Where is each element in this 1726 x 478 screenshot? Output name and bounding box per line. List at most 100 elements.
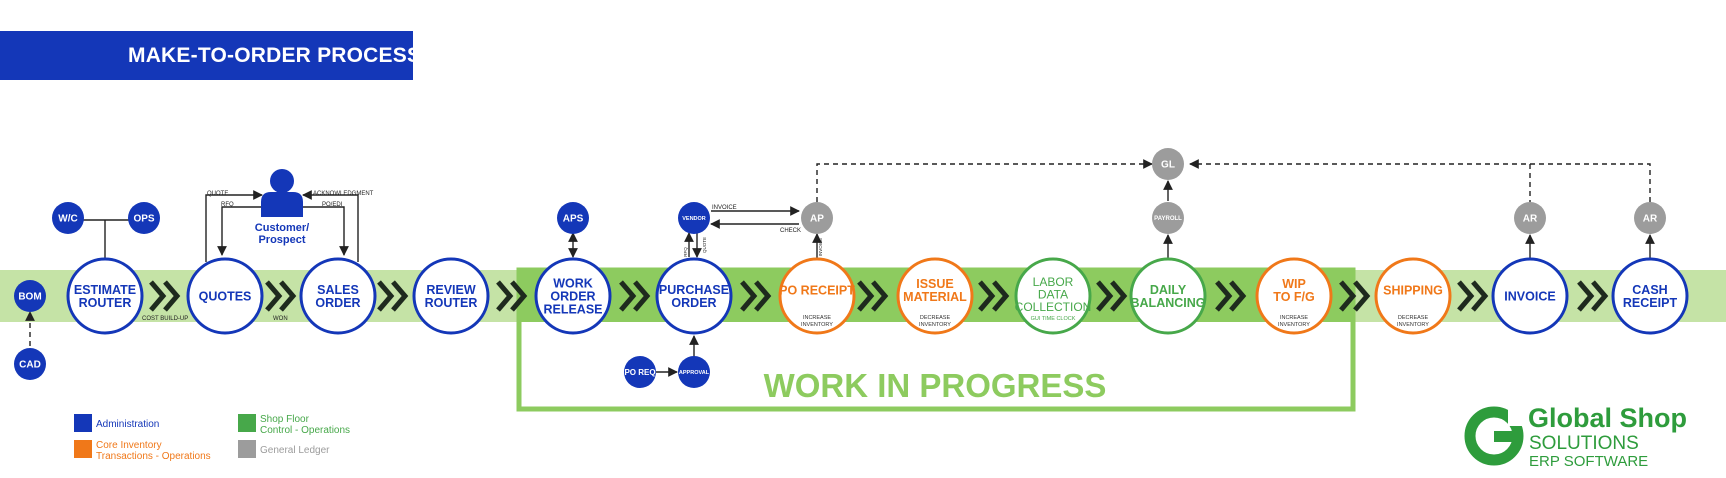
wip-to-fg-label-line-1: WIP (1282, 277, 1306, 291)
po-req-label: PO REQ (624, 368, 655, 377)
edge-label-rfq: RFQ (221, 202, 234, 208)
chevron-4-2 (510, 280, 528, 312)
edge-label-won: WON (273, 316, 288, 322)
approval-node[interactable] (678, 356, 710, 388)
rfq-line (217, 206, 262, 256)
legend-label-4-1: General Ledger (260, 445, 330, 456)
connector-layer (25, 159, 1655, 377)
chevron-3-1 (377, 280, 395, 312)
customer-label-line-2: Prospect (258, 234, 305, 246)
wip-to-fg-node[interactable] (1255, 257, 1333, 335)
daily-balancing-label-line-2: BALANCING (1131, 296, 1206, 310)
po-receipt-sub-1: INCREASE (803, 315, 831, 321)
sales-order-label-line-1: SALES (317, 283, 359, 297)
invoice-node[interactable] (1491, 257, 1569, 335)
work-order-release-label-line-2: ORDER (550, 290, 595, 304)
chevron-2-2 (279, 280, 297, 312)
issue-material-node[interactable] (896, 257, 974, 335)
estimate-router-node[interactable] (66, 257, 144, 335)
chevron-12-2 (1471, 280, 1489, 312)
purchase-order-node[interactable] (655, 257, 733, 335)
po-receipt-sub-2: INVENTORY (801, 322, 833, 328)
ar-invoice-node[interactable] (1514, 202, 1546, 234)
vendor-node[interactable] (678, 202, 710, 234)
edge-label-rfq-vertical: RFQ (683, 247, 688, 257)
ap-to-gl (816, 159, 1153, 202)
chevron-9-2 (1110, 280, 1128, 312)
customer-head (270, 169, 294, 193)
edge-label-acknowledgment: ACKNOWLEDGMENT (313, 191, 374, 197)
sales-order-label-line-2: ORDER (315, 296, 360, 310)
cad-node[interactable] (14, 348, 46, 380)
logo-g-cut (1508, 404, 1524, 426)
chevron-3-2 (391, 280, 409, 312)
shipping-node[interactable] (1374, 257, 1452, 335)
daily-balancing-node[interactable] (1129, 257, 1207, 335)
work-order-release-label-line-1: WORK (553, 277, 593, 291)
chevron-13-1 (1577, 280, 1595, 312)
logo-g-bar (1494, 431, 1518, 442)
logo-line-2: SOLUTIONS (1529, 433, 1639, 454)
cash-receipt-node[interactable] (1611, 257, 1689, 335)
labor-data-collection-node[interactable] (1014, 257, 1092, 335)
labor-label-line-1: LABOR (1033, 275, 1074, 289)
bom-node[interactable] (14, 280, 46, 312)
legend-swatch-1 (74, 414, 92, 432)
chevron-1-2 (163, 280, 181, 312)
aps-label: APS (563, 214, 584, 225)
wc-label: W/C (58, 214, 77, 225)
title-bar (0, 31, 413, 80)
logo-line-3: ERP SOFTWARE (1529, 453, 1648, 470)
chevron-4-1 (496, 280, 514, 312)
chevron-10-2 (1229, 280, 1247, 312)
vendor-label: VENDOR (682, 216, 706, 222)
purchase-order-label-line-1: PURCHASE (659, 283, 729, 297)
quotes-label-line-1: QUOTES (199, 290, 252, 304)
po-req-node[interactable] (624, 356, 656, 388)
chevron-8-2 (992, 280, 1010, 312)
chevron-6-2 (754, 280, 772, 312)
wc-node[interactable] (52, 202, 84, 234)
work-order-release-node[interactable] (534, 257, 612, 335)
payroll-node[interactable] (1152, 202, 1184, 234)
chevron-11-1 (1339, 280, 1357, 312)
legend-label-2-2: Transactions - Operations (96, 451, 211, 462)
estimate-router-label-line-1: ESTIMATE (74, 283, 136, 297)
ops-node[interactable] (128, 202, 160, 234)
page-title: MAKE-TO-ORDER PROCESS (128, 44, 422, 67)
logo-line-1: Global Shop (1528, 403, 1687, 433)
review-router-label-line-1: REVIEW (426, 283, 476, 297)
shipping-sub-1: DECREASE (1398, 315, 1429, 321)
issue-material-sub-2: INVENTORY (919, 322, 951, 328)
aps-node[interactable] (557, 202, 589, 234)
payroll-label: PAYROLL (1154, 216, 1182, 222)
ar-invoice-label: AR (1523, 214, 1538, 225)
review-router-node[interactable] (412, 257, 490, 335)
edge-label-quote-vertical: QUOTE (702, 237, 707, 253)
cad-label: CAD (19, 360, 41, 371)
edge-label-invoice: INVOICE (712, 205, 737, 211)
gl-node[interactable] (1152, 148, 1184, 180)
po-receipt-node[interactable] (778, 257, 856, 335)
po-receipt-label-line-1: PO RECEIPT (779, 284, 855, 298)
labor-label-line-2: DATA (1038, 287, 1068, 301)
chevron-5-2 (633, 280, 651, 312)
chevron-10-1 (1215, 280, 1233, 312)
chevron-6-1 (740, 280, 758, 312)
sales-order-node[interactable] (299, 257, 377, 335)
chevron-7-2 (871, 280, 889, 312)
band-layer: WORK IN PROGRESS (0, 267, 1726, 412)
chevron-1-1 (149, 280, 167, 312)
edge-label-quote: QUOTE (207, 191, 228, 197)
ar-cash-node[interactable] (1634, 202, 1666, 234)
estimate-router-label-line-2: ROUTER (79, 296, 132, 310)
ap-node[interactable] (801, 202, 833, 234)
legend-label-2-1: Core Inventory (96, 440, 162, 451)
quotes-node[interactable] (186, 257, 264, 335)
purchase-order-label-line-2: ORDER (671, 296, 716, 310)
wip-to-fg-label-line-2: TO F/G (1273, 290, 1314, 304)
